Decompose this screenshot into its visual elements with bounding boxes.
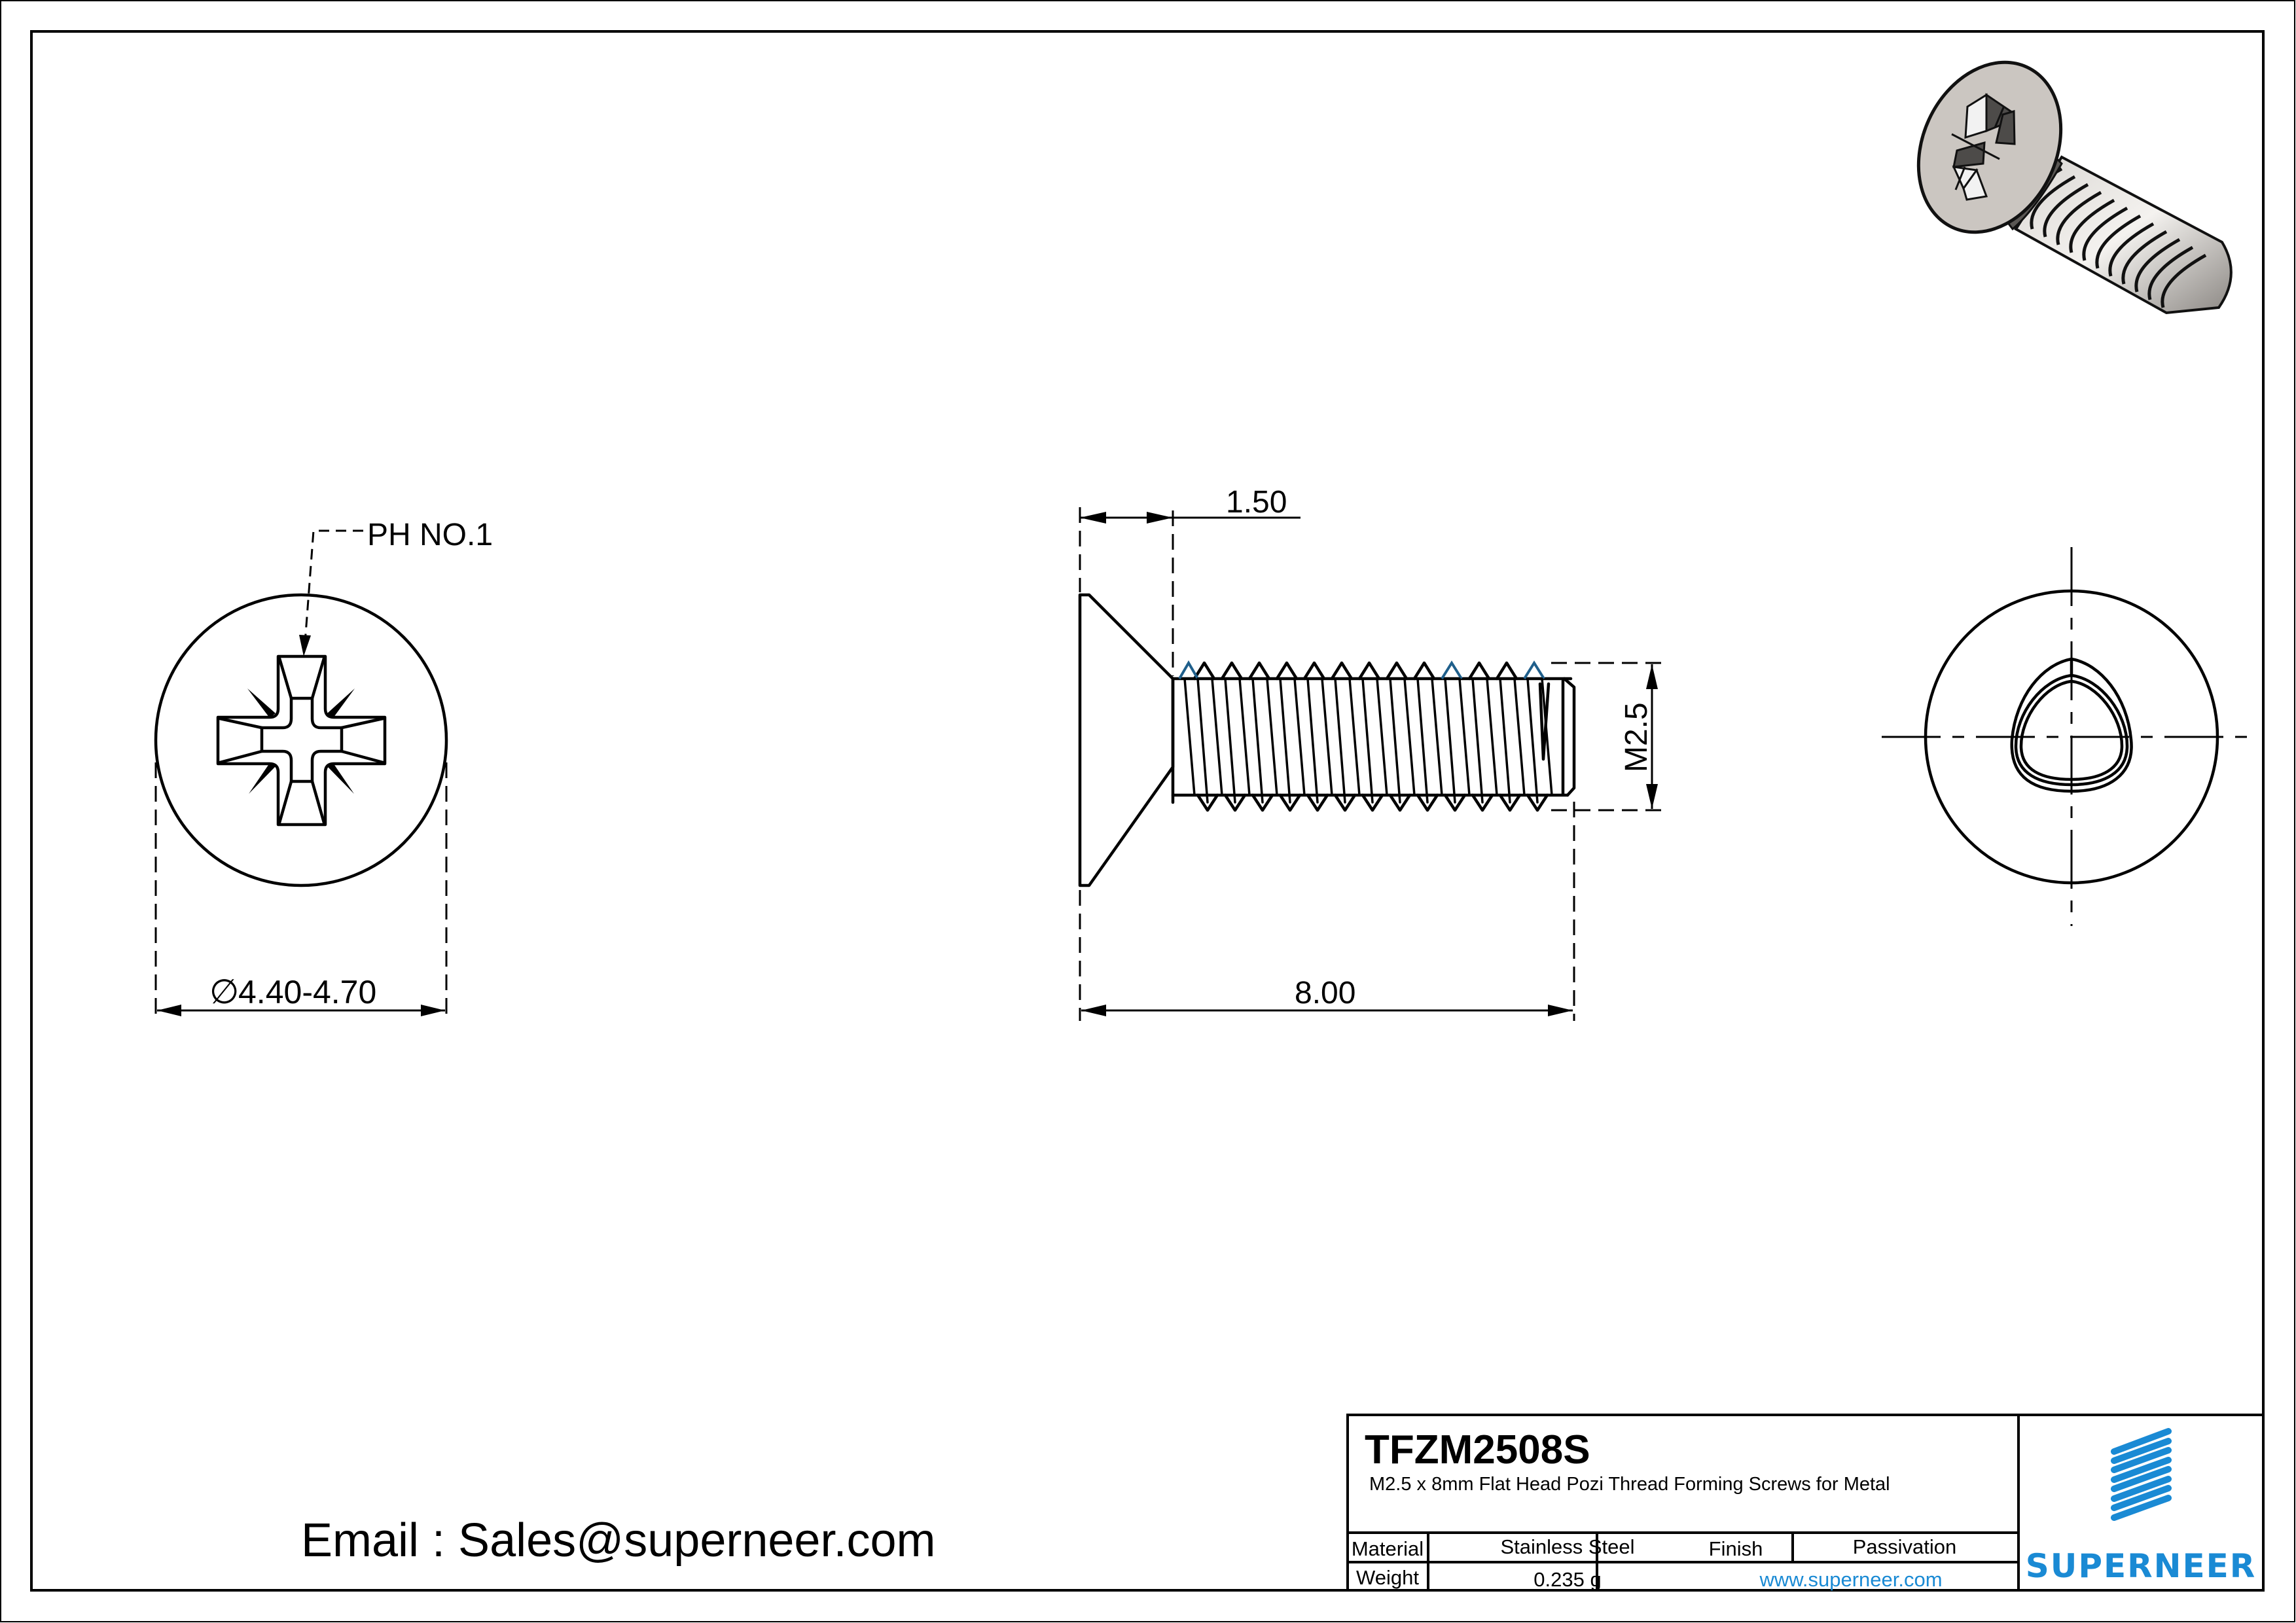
thread-helix-lines — [1183, 677, 1553, 804]
recess-callout-label: PH NO.1 — [367, 518, 493, 552]
weight-value: 0.235 g — [1534, 1568, 1601, 1591]
trilobular-inner-icon — [2019, 679, 2124, 781]
arrowhead-icon — [1080, 512, 1106, 524]
arrowhead-right-icon — [421, 1005, 445, 1016]
screw-3d-render-icon — [1916, 60, 2233, 315]
head-height-dimension: 1.50 — [1226, 485, 1287, 520]
arrowhead-icon — [1147, 512, 1173, 524]
head-diameter-dimension: 4.40-4.70 — [238, 974, 376, 1010]
front-view: PH NO.1 ∅ 4.40-4.70 — [154, 518, 493, 1021]
arrowhead-icon — [1646, 784, 1658, 809]
diameter-symbol: ∅ — [209, 973, 239, 1011]
weight-label: Weight — [1356, 1566, 1419, 1589]
part-description: M2.5 x 8mm Flat Head Pozi Thread Forming… — [1369, 1474, 1890, 1495]
side-view: 1.50 8.00 M2.5 — [1078, 485, 1662, 1021]
end-view — [1882, 547, 2251, 926]
screw-point-end — [1562, 677, 1576, 797]
countersunk-head-profile — [1078, 593, 1175, 887]
title-block-border — [1346, 1414, 2265, 1592]
pozi-recess-icon — [216, 654, 387, 827]
arrowhead-icon — [1081, 1005, 1106, 1016]
arrowhead-icon — [1548, 1005, 1573, 1016]
thread-crests-bottom — [1196, 793, 1549, 812]
head-outline-circle — [154, 593, 448, 887]
title-block: TFZM2508S M2.5 x 8mm Flat Head Pozi Thre… — [1346, 1414, 2265, 1592]
thread-crests-top — [1193, 661, 1518, 681]
arrowhead-icon — [1646, 664, 1658, 689]
trilobular-outer-icon — [2010, 657, 2133, 793]
callout-leader-line — [303, 529, 363, 652]
thread-crests-highlight — [1178, 660, 1545, 680]
thread-forming-lobe-mark — [1538, 682, 1551, 761]
drawing-frame — [30, 30, 2265, 1592]
website-link[interactable]: www.superneer.com — [1759, 1568, 1942, 1591]
material-label: Material — [1352, 1537, 1424, 1560]
superneer-logo-icon — [2111, 1428, 2172, 1521]
part-number: TFZM2508S — [1365, 1427, 1590, 1472]
brand-name: SUPERNEER — [2026, 1547, 2257, 1585]
length-dimension: 8.00 — [1295, 976, 1355, 1010]
trilobular-middle-icon — [2014, 673, 2129, 787]
finish-label: Finish — [1709, 1537, 1763, 1560]
callout-arrowhead-icon — [299, 635, 311, 656]
finish-value: Passivation — [1853, 1535, 1957, 1558]
material-value: Stainless Steel — [1500, 1535, 1634, 1558]
arrowhead-left-icon — [157, 1005, 181, 1016]
thread-size-dimension: M2.5 — [1619, 702, 1654, 772]
contact-email: Email : Sales@superneer.com — [301, 1514, 936, 1567]
